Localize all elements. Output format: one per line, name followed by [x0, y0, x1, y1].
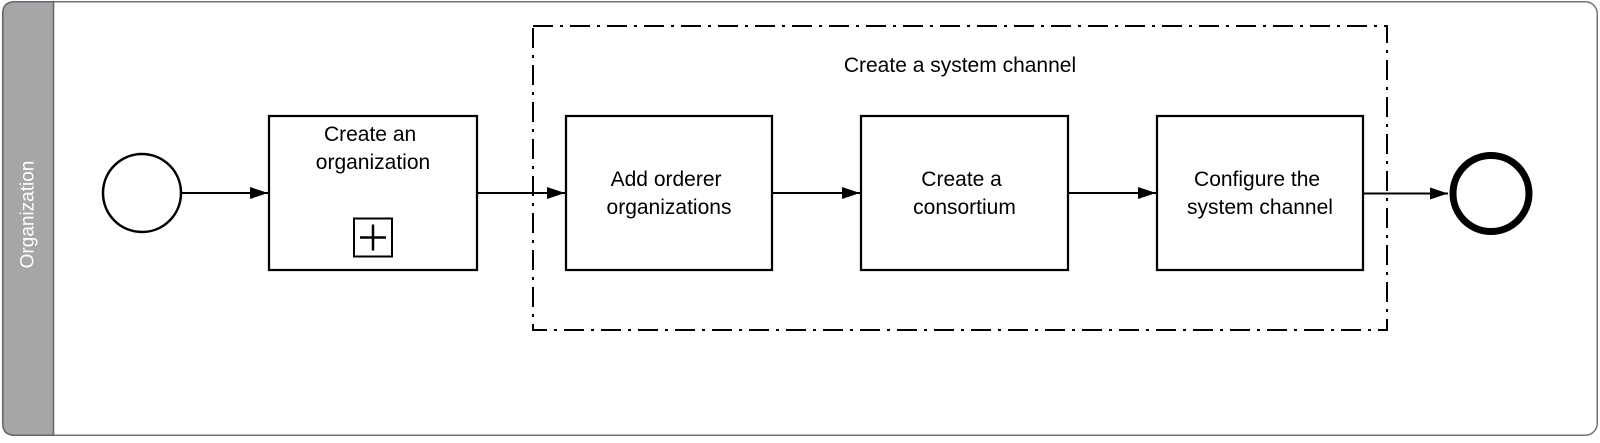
task-create-a-consortium[interactable]: Create a consortium: [859, 114, 1070, 272]
task2-label: Add orderer organizations: [607, 168, 732, 219]
subprocess-plus-icon: [353, 217, 393, 258]
lane-header[interactable]: [1, 0, 55, 437]
group-label: Create a system channel: [844, 54, 1076, 77]
task-add-orderer-organizations[interactable]: Add orderer organizations: [564, 114, 774, 272]
task-configure-the-system-channel[interactable]: Configure the system channel: [1155, 114, 1365, 272]
task1-label: Create an organization: [316, 123, 430, 174]
lane-label: Organization: [18, 161, 39, 269]
task-create-an-organization[interactable]: Create an organization: [267, 114, 479, 272]
group-create-system-channel[interactable]: [532, 25, 1388, 331]
task4-label: Configure the system channel: [1187, 168, 1333, 219]
end-event-circle[interactable]: [1449, 152, 1533, 235]
task3-label: Create a consortium: [913, 168, 1016, 219]
start-event-circle[interactable]: [101, 152, 183, 234]
